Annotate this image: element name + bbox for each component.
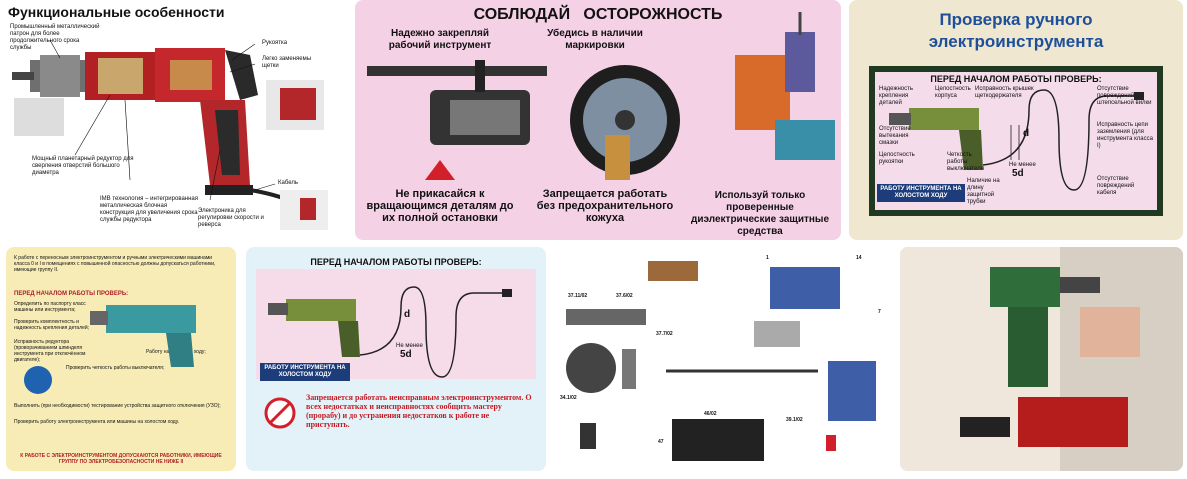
code-37-6: 37.6/02 [616,293,633,299]
t4-item-5: Проверить четкость работы выключателя; [66,365,165,371]
t3-idle-box: РАБОТУ ИНСТРУМЕНТА НА ХОЛОСТОМ ХОДУ [877,184,965,202]
label-chuck: Промышленный металлический патрон для бо… [10,24,100,51]
t3-l-tube: Наличие на длину защитной трубки [967,178,1000,205]
label-cable: Кабель [278,180,298,186]
t3-l-fastening: Надежность крепления деталей [879,86,913,106]
thumb-instruction-sheet[interactable]: К работе с переносным электроинструменто… [6,247,236,471]
thumb-cordless-drill-photo[interactable] [900,247,1183,471]
t4-item-2: Проверить комплектность и надежность кре… [14,319,90,331]
safety-illustrations [367,12,835,180]
t5-tool-diagram [264,286,512,429]
tile3-title-2: электроинструмента [928,32,1104,51]
t5-panel-title: ПЕРЕД НАЧАЛОМ РАБОТЫ ПРОВЕРЬ: [310,257,482,267]
part-14: 14 [856,255,862,261]
thumb-exploded-parts[interactable]: 1 14 7 47 37.11/02 37.6/02 37.7/02 34.1/… [556,247,890,471]
t3-l-switch: Четкость работы выключателя [947,152,984,172]
t5-d: d [404,309,411,320]
thumb-check-before-work[interactable]: ПЕРЕД НАЧАЛОМ РАБОТЫ ПРОВЕРЬ: d Не менее… [246,247,546,471]
t4-item-7: Проверить работу электроинструмента или … [14,419,180,425]
tile1-title: Функциональные особенности [8,4,225,20]
tile2-title: СОБЛЮДАЙ ОСТОРОЖНОСТЬ [473,6,723,23]
t3-d: d [1023,128,1030,139]
t3-l-body: Целостность корпуса [935,86,971,99]
tile3-title-1: Проверка ручного [939,10,1093,29]
t3-5d: 5d [1012,168,1024,179]
t3-l-brush-caps: Исправность крышек щеткодержателя [975,86,1034,99]
t4-item-3: Исправность редуктора (проворачиванием ш… [14,339,86,363]
part-47: 47 [658,439,664,445]
t5-warning: Запрещается работать неисправным электро… [306,393,532,429]
code-46: 46/02 [704,411,717,417]
t3-not-less: Не менее [1009,162,1036,168]
t2-bottom-left: Не прикасайся к вращающимся деталям до и… [366,188,514,224]
t4-item-6: Выполнить (при необходимости) тестирован… [14,403,221,409]
t2-top-mid: Убедись в наличии маркировки [547,28,643,51]
code-37-7: 37.7/02 [656,331,673,337]
t4-drill-illustration [24,305,196,394]
part-1: 1 [766,255,769,261]
t2-bottom-mid: Запрещается работать без предохранительн… [536,188,674,224]
code-34-1: 34.1/02 [560,395,577,401]
t3-l-handles: Целостность рукоятки [879,152,915,165]
label-handle: Рукоятка [262,40,288,46]
tool-check-diagram [889,89,1144,191]
code-39-1: 39.1/02 [786,417,803,423]
t2-top-left: Надежно закрепляй рабочий инструмент [388,28,492,51]
drill-cutaway-illustration [12,39,328,230]
t4-check-title: ПЕРЕД НАЧАЛОМ РАБОТЫ ПРОВЕРЬ: [14,291,129,297]
thumb-safety-poster[interactable]: СОБЛЮДАЙ ОСТОРОЖНОСТЬ Надежно закрепляй … [355,0,841,240]
t5-not-less: Не менее [396,343,423,349]
t3-l-lube: Отсутствие вытекания смазки [879,126,911,146]
t3-l-cable-damage: Отсутствие повреждений штепсельной вилки [1097,86,1152,106]
t3-l-cable: Отсутствие повреждений кабеля [1097,176,1135,196]
t3-l-cable-cover: Исправность цепи заземления (для инструм… [1097,122,1153,149]
part-7: 7 [878,309,881,315]
label-reducer: Мощный планетарный редуктор для сверлени… [32,156,134,176]
t5-idle-box: РАБОТУ ИНСТРУМЕНТА НА ХОЛОСТОМ ХОДУ [260,363,350,381]
t4-footer: К РАБОТЕ С ЭЛЕКТРОИНСТРУМЕНТОМ ДОПУСКАЮТ… [20,453,222,465]
label-electronics: Электроника для регулировки скорости и р… [198,208,264,228]
thumb-hand-tool-check[interactable]: Проверка ручного электроинструмента ПЕРЕ… [849,0,1183,240]
t4-item-1: Определить по паспорту класс машины или … [14,301,86,313]
t4-intro: К работе с переносным электроинструменто… [14,255,216,273]
label-imb: IMB технология – интегрированная металли… [100,196,199,223]
t5-5d: 5d [400,349,412,360]
cordless-drill-photo [900,247,1183,471]
thumb-drill-features[interactable]: Функциональные особенности Промышленн [0,0,346,240]
t2-bottom-right: Используй только проверенные диэлектриче… [690,190,830,237]
label-brushes: Легко заменяемы щетки [262,56,312,69]
exploded-parts-diagram [566,261,876,461]
code-37-11: 37.11/02 [568,293,588,299]
t3-panel-title: ПЕРЕД НАЧАЛОМ РАБОТЫ ПРОВЕРЬ: [930,74,1102,84]
t5-diagram-bg [256,269,536,379]
